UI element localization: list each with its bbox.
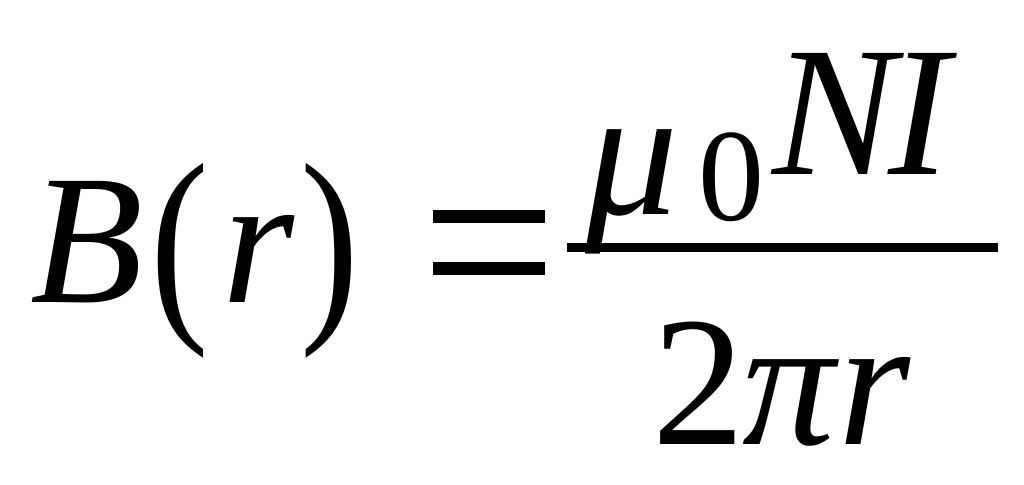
magnetic-field-symbol: B — [30, 138, 144, 343]
pi-symbol: π — [742, 280, 835, 485]
denominator-two: 2 — [652, 280, 745, 485]
open-parenthesis: ( — [150, 120, 209, 359]
fraction-bar — [567, 243, 998, 252]
close-parenthesis: ) — [300, 120, 359, 359]
denominator-radius: r — [838, 280, 910, 485]
equals-sign-top-bar — [433, 210, 545, 223]
mu-symbol: μ — [585, 50, 678, 255]
equals-sign-bottom-bar — [433, 262, 545, 275]
current-symbol-i: I — [888, 10, 950, 215]
radius-variable: r — [222, 138, 294, 343]
turns-symbol-n: N — [772, 10, 896, 215]
mu-subscript-zero: 0 — [698, 102, 764, 249]
